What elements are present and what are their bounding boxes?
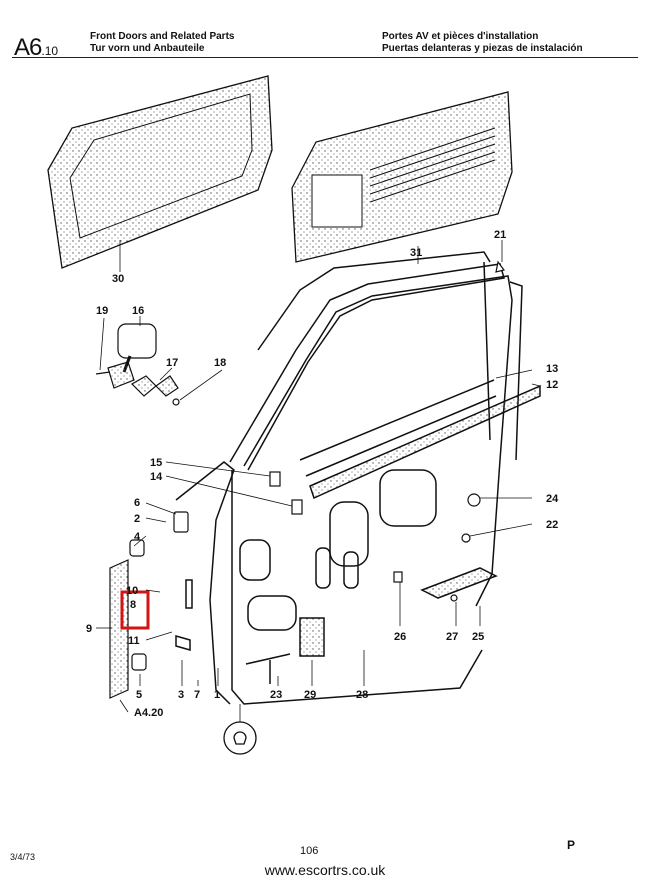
callout-6: 6 xyxy=(134,497,140,509)
footer-url: www.escortrs.co.uk xyxy=(264,862,386,878)
callout-4: 4 xyxy=(134,531,141,543)
title-es: Puertas delanteras y piezas de instalaci… xyxy=(382,43,583,54)
callout-27: 27 xyxy=(446,631,458,643)
footer-date: 3/4/73 xyxy=(10,852,36,862)
callout-17: 17 xyxy=(166,357,178,369)
callout-16: 16 xyxy=(132,305,144,317)
callout-3: 3 xyxy=(178,689,184,701)
callout-19: 19 xyxy=(96,305,108,317)
page-number: 106 xyxy=(300,845,319,857)
door-shell xyxy=(175,251,541,705)
hinge-parts xyxy=(109,260,506,699)
callout-9: 9 xyxy=(86,623,92,635)
callout-30: 30 xyxy=(112,273,124,285)
title-fr: Portes AV et pièces d'installation xyxy=(382,31,539,42)
callout-labels: 30 31 21 19 16 17 18 13 12 15 14 6 2 4 2… xyxy=(86,229,559,719)
callout-28: 28 xyxy=(356,689,368,701)
header-rule xyxy=(12,57,638,58)
title-right: Portes AV et pièces d'installation Puert… xyxy=(382,31,583,55)
callout-7: 7 xyxy=(194,689,200,701)
highlight-box xyxy=(120,590,150,630)
callout-2: 2 xyxy=(134,513,140,525)
callout-18: 18 xyxy=(214,357,226,369)
callout-31: 31 xyxy=(410,247,422,259)
trim-panel-31 xyxy=(291,91,513,263)
callout-14: 14 xyxy=(150,471,163,483)
callout-12: 12 xyxy=(546,379,558,391)
callout-5: 5 xyxy=(136,689,142,701)
callout-26: 26 xyxy=(394,631,406,643)
reference-a420: A4.20 xyxy=(134,707,163,719)
section-code: A6.10 xyxy=(14,34,59,61)
callout-24: 24 xyxy=(546,493,559,505)
footer-mark: P xyxy=(567,838,576,852)
callout-29: 29 xyxy=(304,689,316,701)
title-left: Front Doors and Related Parts Tur vorn u… xyxy=(90,31,234,55)
mirror-assembly xyxy=(95,323,180,406)
trim-panel-30 xyxy=(47,75,273,269)
title-en: Front Doors and Related Parts xyxy=(90,31,235,42)
callout-21: 21 xyxy=(494,229,506,241)
clip-inset xyxy=(223,721,257,755)
callout-10: 10 xyxy=(126,585,138,597)
callout-23: 23 xyxy=(270,689,282,701)
callout-15: 15 xyxy=(150,457,162,469)
callout-11: 11 xyxy=(128,635,140,647)
title-de: Tur vorn und Anbauteile xyxy=(90,43,205,54)
leader-lines xyxy=(96,240,541,722)
callout-1: 1 xyxy=(214,689,220,701)
callout-8: 8 xyxy=(130,599,136,611)
callout-22: 22 xyxy=(546,519,558,531)
callout-25: 25 xyxy=(472,631,484,643)
callout-13: 13 xyxy=(546,363,558,375)
